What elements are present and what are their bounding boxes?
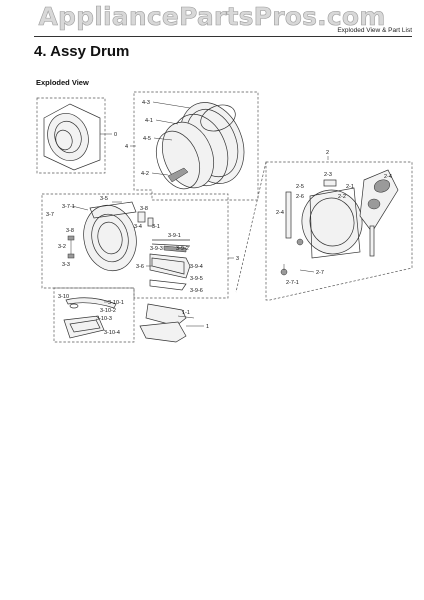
label-3-10-3: 3-10-3	[96, 316, 112, 322]
label-3-9-5: 3-9-5	[190, 276, 203, 282]
assembly-3-box: 3-5 3-7 3-7-1 3-8 3-8 3-4 3-1 3-2 3-3 3-…	[41, 193, 239, 299]
label-3-3: 3-3	[62, 262, 70, 268]
label-4: 4	[125, 144, 128, 150]
label-2-7: 2-7	[316, 270, 324, 276]
assembly-0-box: 0	[36, 97, 117, 174]
assembly-2-box: 2 2-3 2-5 2-6 2-1 2-2 2-4 2-4 2-7 2-7-1	[235, 150, 413, 301]
header-tag: Exploded View & Part List	[337, 27, 412, 34]
label-4-1: 4-1	[145, 118, 153, 124]
label-3-9-3: 3-9-3	[150, 246, 163, 252]
label-3-10-4: 3-10-4	[104, 330, 120, 336]
label-2-4-a: 2-4	[384, 174, 392, 180]
label-3-7: 3-7	[46, 212, 54, 218]
label-4-2: 4-2	[141, 171, 149, 177]
section-title: 4. Assy Drum	[34, 43, 130, 60]
assembly-4-box: 4-3 4-1 4-5 4 4-2	[125, 91, 259, 201]
assembly-1-parts: 1-1 1	[139, 303, 209, 343]
label-4-5: 4-5	[143, 136, 151, 142]
assembly-3-10-box: 3-10 3-10-1 3-10-2 3-10-3 3-10-4	[53, 287, 135, 343]
label-3-8-b: 3-8	[140, 206, 148, 212]
label-2-1: 2-1	[346, 184, 354, 190]
label-2-6: 2-6	[296, 194, 304, 200]
label-3-9-4: 3-9-4	[190, 264, 203, 270]
label-1: 1	[206, 324, 209, 330]
label-3-9-2: 3-9-2	[176, 246, 189, 252]
label-3-9-1: 3-9-1	[168, 233, 181, 239]
label-3-7-1: 3-7-1	[62, 204, 75, 210]
label-0: 0	[114, 132, 117, 138]
label-4-3: 4-3	[142, 100, 150, 106]
label-3-10-1: 3-10-1	[108, 300, 124, 306]
watermark: AppliancePartsPros.com	[38, 2, 386, 32]
label-3-4: 3-4	[134, 224, 142, 230]
label-3-9-6: 3-9-6	[190, 288, 203, 294]
label-2-3: 2-3	[324, 172, 332, 178]
label-2-7-1: 2-7-1	[286, 280, 299, 286]
subtitle: Exploded View	[36, 78, 89, 87]
header-rule	[34, 36, 412, 37]
label-2: 2	[326, 150, 329, 156]
label-2-5: 2-5	[296, 184, 304, 190]
label-3-8-a: 3-8	[66, 228, 74, 234]
label-3-5: 3-5	[100, 196, 108, 202]
label-3-6: 3-6	[136, 264, 144, 270]
label-2-2: 2-2	[338, 194, 346, 200]
label-3-2: 3-2	[58, 244, 66, 250]
label-3-10-2: 3-10-2	[100, 308, 116, 314]
label-3: 3	[236, 256, 239, 262]
label-3-10: 3-10	[58, 294, 69, 300]
label-1-1: 1-1	[182, 310, 190, 316]
label-2-4-b: 2-4	[276, 210, 284, 216]
label-3-1: 3-1	[152, 224, 160, 230]
